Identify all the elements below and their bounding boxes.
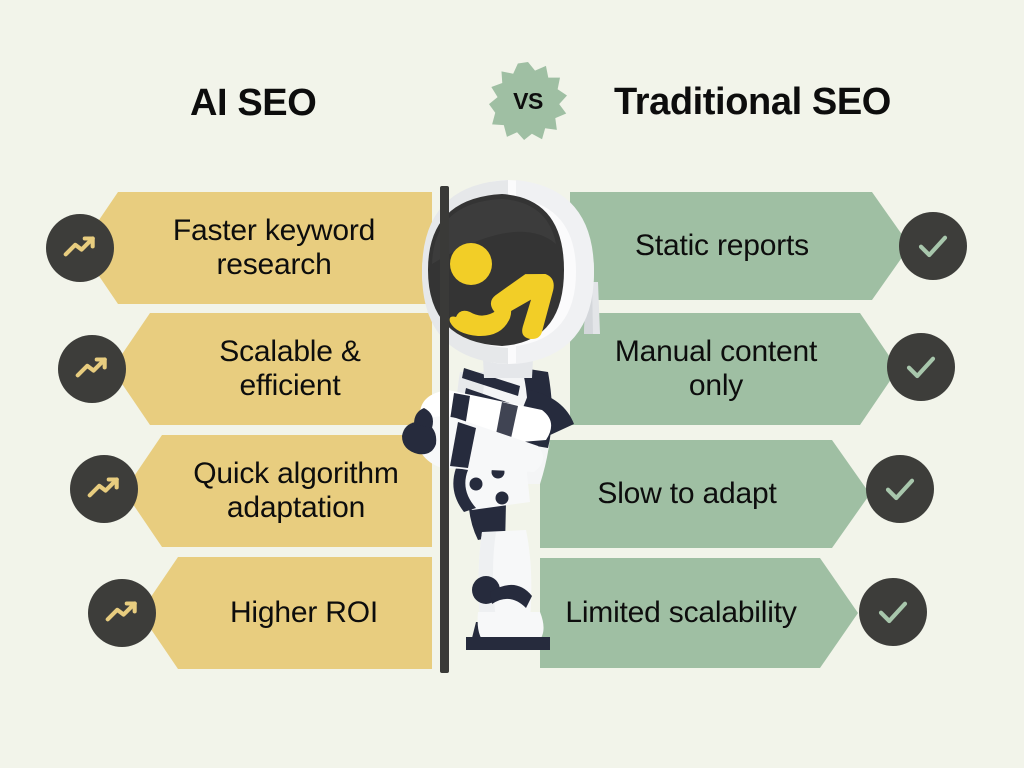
chip-surface: Static reports	[570, 192, 910, 300]
chip-surface: Faster keyword research	[80, 192, 432, 304]
check-icon	[866, 455, 934, 523]
list-item-label: Static reports	[635, 229, 809, 263]
chip-surface: Manual content only	[570, 313, 898, 425]
list-item[interactable]: Manual content only	[570, 313, 898, 425]
list-item[interactable]: Limited scalability	[540, 558, 858, 668]
list-item-label: Quick algorithm adaptation	[193, 457, 399, 524]
list-item-label: Scalable & efficient	[219, 335, 361, 402]
chip-surface: Limited scalability	[540, 558, 858, 668]
page-title-left: AI SEO	[190, 82, 317, 124]
trending-up-icon	[88, 579, 156, 647]
list-item[interactable]: Quick algorithm adaptation	[124, 435, 432, 547]
check-icon	[899, 212, 967, 280]
list-item-label: Manual content only	[614, 335, 818, 402]
center-divider	[440, 186, 449, 673]
trending-up-icon	[58, 335, 126, 403]
page-title-right: Traditional SEO	[614, 81, 891, 123]
chip-surface: Quick algorithm adaptation	[124, 435, 432, 547]
list-item[interactable]: Static reports	[570, 192, 910, 300]
chip-surface: Slow to adapt	[540, 440, 870, 548]
list-item[interactable]: Higher ROI	[140, 557, 432, 669]
starburst-icon	[489, 62, 567, 140]
list-item[interactable]: Slow to adapt	[540, 440, 870, 548]
chip-surface: Scalable & efficient	[112, 313, 432, 425]
trending-up-icon	[46, 214, 114, 282]
list-item-label: Slow to adapt	[597, 477, 777, 511]
list-item-label: Higher ROI	[229, 596, 379, 630]
trending-up-icon	[70, 455, 138, 523]
list-item[interactable]: Scalable & efficient	[112, 313, 432, 425]
vs-label: VS	[513, 88, 543, 114]
chip-surface: Higher ROI	[140, 557, 432, 669]
check-icon	[859, 578, 927, 646]
list-item-label: Faster keyword research	[172, 214, 376, 281]
check-icon	[887, 333, 955, 401]
list-item[interactable]: Faster keyword research	[80, 192, 432, 304]
list-item-label: Limited scalability	[565, 596, 797, 630]
vs-badge: VS	[489, 62, 567, 140]
